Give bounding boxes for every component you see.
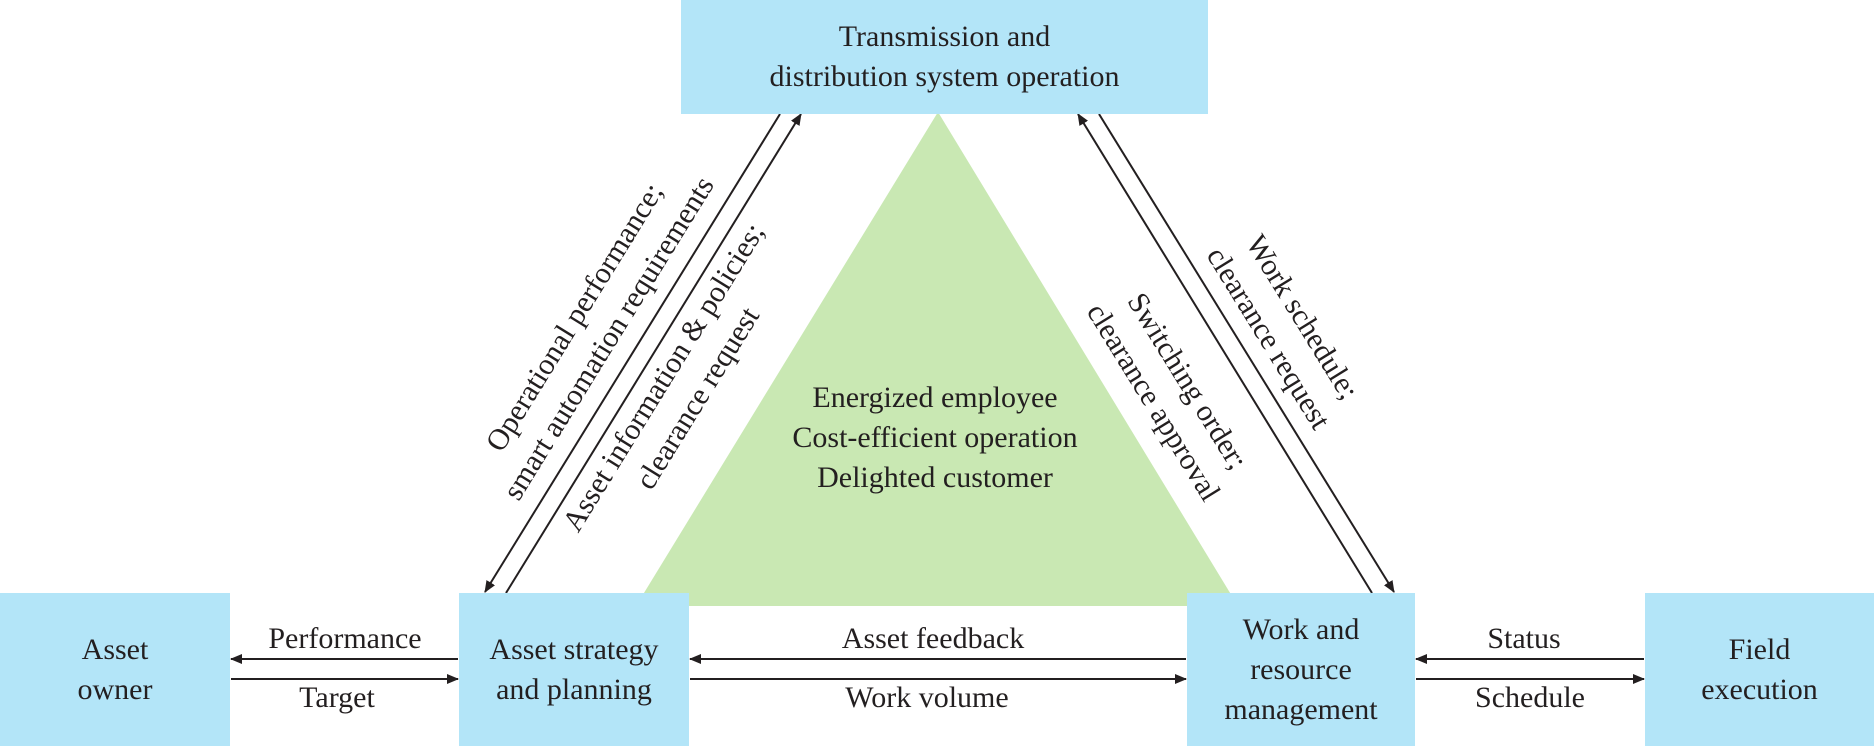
box-line: management xyxy=(1224,692,1378,726)
box-line: and planning xyxy=(496,672,652,706)
status-label: Status xyxy=(1487,622,1561,655)
target-label: Target xyxy=(299,681,375,714)
transmission-distribution-box: Transmission and distribution system ope… xyxy=(681,0,1208,114)
center-value: Delighted customer xyxy=(817,461,1053,494)
center-value: Energized employee xyxy=(812,381,1058,414)
box-line: Asset strategy xyxy=(489,632,659,666)
box-line: resource xyxy=(1250,652,1352,686)
asset-strategy-box: Asset strategy and planning xyxy=(459,593,689,746)
asset-feedback-label: Asset feedback xyxy=(841,622,1025,655)
schedule-label: Schedule xyxy=(1475,681,1585,714)
performance-label: Performance xyxy=(268,622,422,655)
arrow-work-schedule xyxy=(1098,113,1395,593)
work-resource-box: Work and resource management xyxy=(1187,593,1415,746)
box-line: execution xyxy=(1701,672,1818,706)
arrow-operational-performance xyxy=(484,113,781,593)
box-line: owner xyxy=(77,672,153,706)
work-volume-label: Work volume xyxy=(845,681,1009,714)
box-line: Work and xyxy=(1242,612,1360,646)
box-line: Asset xyxy=(81,632,149,666)
box-line: Transmission and xyxy=(838,20,1051,53)
asset-owner-box: Asset owner xyxy=(0,593,230,746)
box-line: distribution system operation xyxy=(769,60,1120,93)
field-execution-box: Field execution xyxy=(1645,593,1874,746)
values-triangle xyxy=(636,112,1238,606)
center-value: Cost-efficient operation xyxy=(792,421,1078,454)
center-values: Energized employee Cost-efficient operat… xyxy=(735,378,1135,498)
box-line: Field xyxy=(1728,632,1791,666)
arrow-switching-order xyxy=(1077,113,1373,594)
arrow-asset-information xyxy=(505,113,802,594)
